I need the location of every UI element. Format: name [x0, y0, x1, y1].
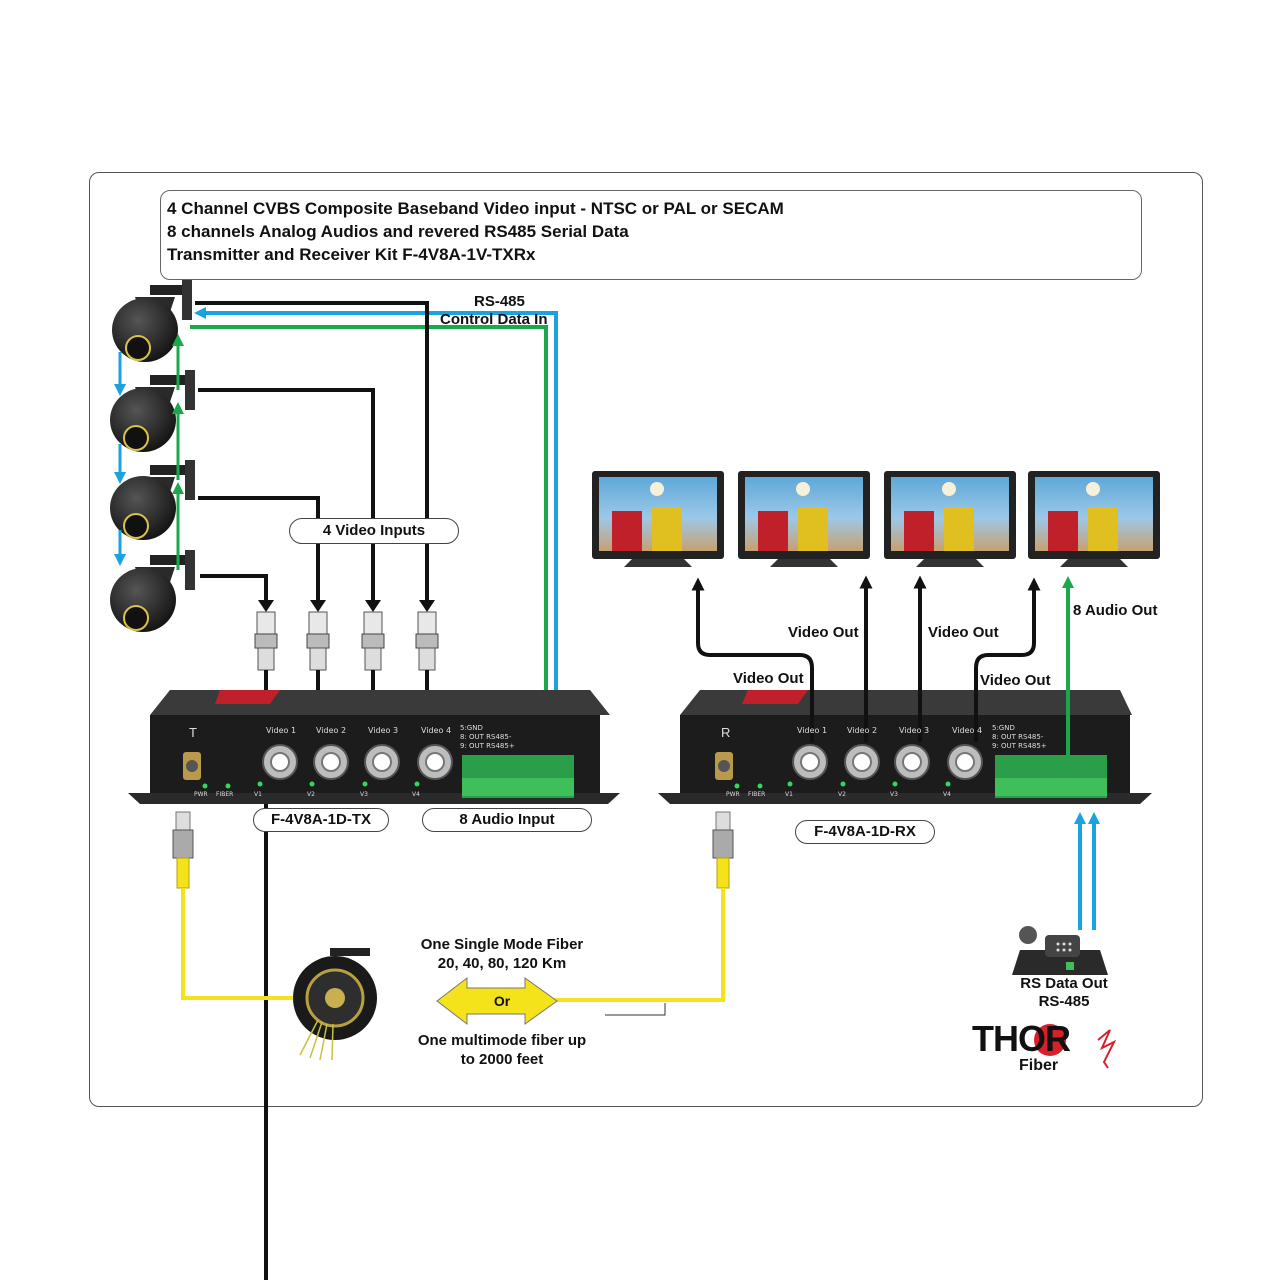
title-line-3: Transmitter and Receiver Kit F-4V8A-1V-T… [167, 245, 536, 264]
tx-led-v2: V2 [307, 791, 315, 798]
rx-led-pwr: PWR [726, 791, 740, 798]
tx-pin-1: 5:GND [460, 724, 483, 732]
diagram-frame [89, 172, 1203, 1107]
rs485-label: RS-485 [474, 293, 525, 310]
rx-device [658, 690, 1152, 804]
audio-input-label: 8 Audio Input [422, 808, 592, 832]
audio-out-label: 8 Audio Out [1073, 602, 1158, 619]
monitors [592, 471, 1160, 567]
video-inputs-label: 4 Video Inputs [289, 518, 459, 544]
tx-led-v3: V3 [360, 791, 368, 798]
control-data-in-label: Control Data In [440, 311, 548, 328]
fiber-connector-tx [172, 811, 194, 889]
rx-led-fiber: FIBER [748, 791, 766, 798]
fiber-reel [293, 948, 377, 1061]
fiber-connector-rx [712, 811, 734, 889]
audio-control-line [190, 325, 552, 758]
rx-letter: R [721, 725, 731, 740]
camera-daisy-chain [114, 334, 184, 570]
or-label: Or [493, 993, 511, 1009]
rx-model-label: F-4V8A-1D-RX [795, 820, 935, 844]
fiber-sm-line-2: 20, 40, 80, 120 Km [437, 955, 567, 972]
tx-model-label: F-4V8A-1D-TX [253, 808, 389, 832]
tx-pin-2: 8: OUT RS485- [460, 733, 512, 741]
camera-3 [110, 460, 195, 540]
rx-port-label-3: Video 3 [899, 726, 930, 735]
rx-port-label-1: Video 1 [797, 726, 828, 735]
rx-led-v2: V2 [838, 791, 846, 798]
video-out-label-2: Video Out [788, 624, 859, 641]
rx-pin-3: 9: OUT RS485+ [992, 742, 1047, 750]
tx-led-pwr: PWR [194, 791, 208, 798]
rx-pin-2: 8: OUT RS485- [992, 733, 1044, 741]
tx-port-label-1: Video 1 [266, 726, 297, 735]
thor-logo-text: THOR [972, 1018, 1071, 1059]
video-out-label-3: Video Out [928, 624, 999, 641]
fiber-mm-line-2: to 2000 feet [460, 1051, 544, 1068]
tx-led-fiber: FIBER [216, 791, 234, 798]
rs-data-out-label: RS Data Out [1020, 975, 1108, 992]
tx-led-v4: V4 [412, 791, 420, 798]
rx-port-label-2: Video 2 [847, 726, 878, 735]
rx-led-v4: V4 [943, 791, 951, 798]
camera-4 [110, 550, 195, 632]
camera-1 [112, 280, 192, 362]
fiber-cable-right [545, 888, 725, 1002]
rs-data-485-label: RS-485 [1038, 993, 1090, 1010]
rx-led-v1: V1 [785, 791, 793, 798]
fiber-cable-left [181, 888, 300, 1000]
title-line-1: 4 Channel CVBS Composite Baseband Video … [167, 199, 784, 218]
ptz-keyboard [1012, 926, 1108, 975]
tx-letter: T [189, 725, 197, 740]
thor-logo-mark [1034, 1024, 1117, 1069]
tx-pin-3: 9: OUT RS485+ [460, 742, 515, 750]
rx-led-v3: V3 [890, 791, 898, 798]
thor-logo-sub: Fiber [1019, 1057, 1059, 1074]
tx-port-label-3: Video 3 [368, 726, 399, 735]
fiber-sm-line-1: One Single Mode Fiber [420, 936, 584, 953]
or-double-arrow [436, 976, 558, 1026]
title-line-2: 8 channels Analog Audios and revered RS4… [167, 222, 629, 241]
tx-port-label-4: Video 4 [421, 726, 452, 735]
bnc-connectors [254, 611, 439, 1280]
fiber-mm-line-1: One multimode fiber up [417, 1032, 587, 1049]
rx-pin-1: 5:GND [992, 724, 1015, 732]
video-input-arrows [258, 600, 435, 612]
tx-port-label-2: Video 2 [316, 726, 347, 735]
video-out-label-4: Video Out [980, 672, 1051, 689]
video-output-lines [691, 575, 1041, 742]
title-box: 4 Channel CVBS Composite Baseband Video … [160, 190, 1142, 280]
tx-device [128, 690, 620, 804]
rs-data-in-lines [1074, 812, 1100, 930]
rx-port-label-4: Video 4 [952, 726, 983, 735]
tx-led-v1: V1 [254, 791, 262, 798]
rs485-control-line [194, 307, 558, 760]
video-input-lines [195, 301, 429, 600]
video-out-label-1: Video Out [733, 670, 804, 687]
camera-2 [110, 370, 195, 452]
